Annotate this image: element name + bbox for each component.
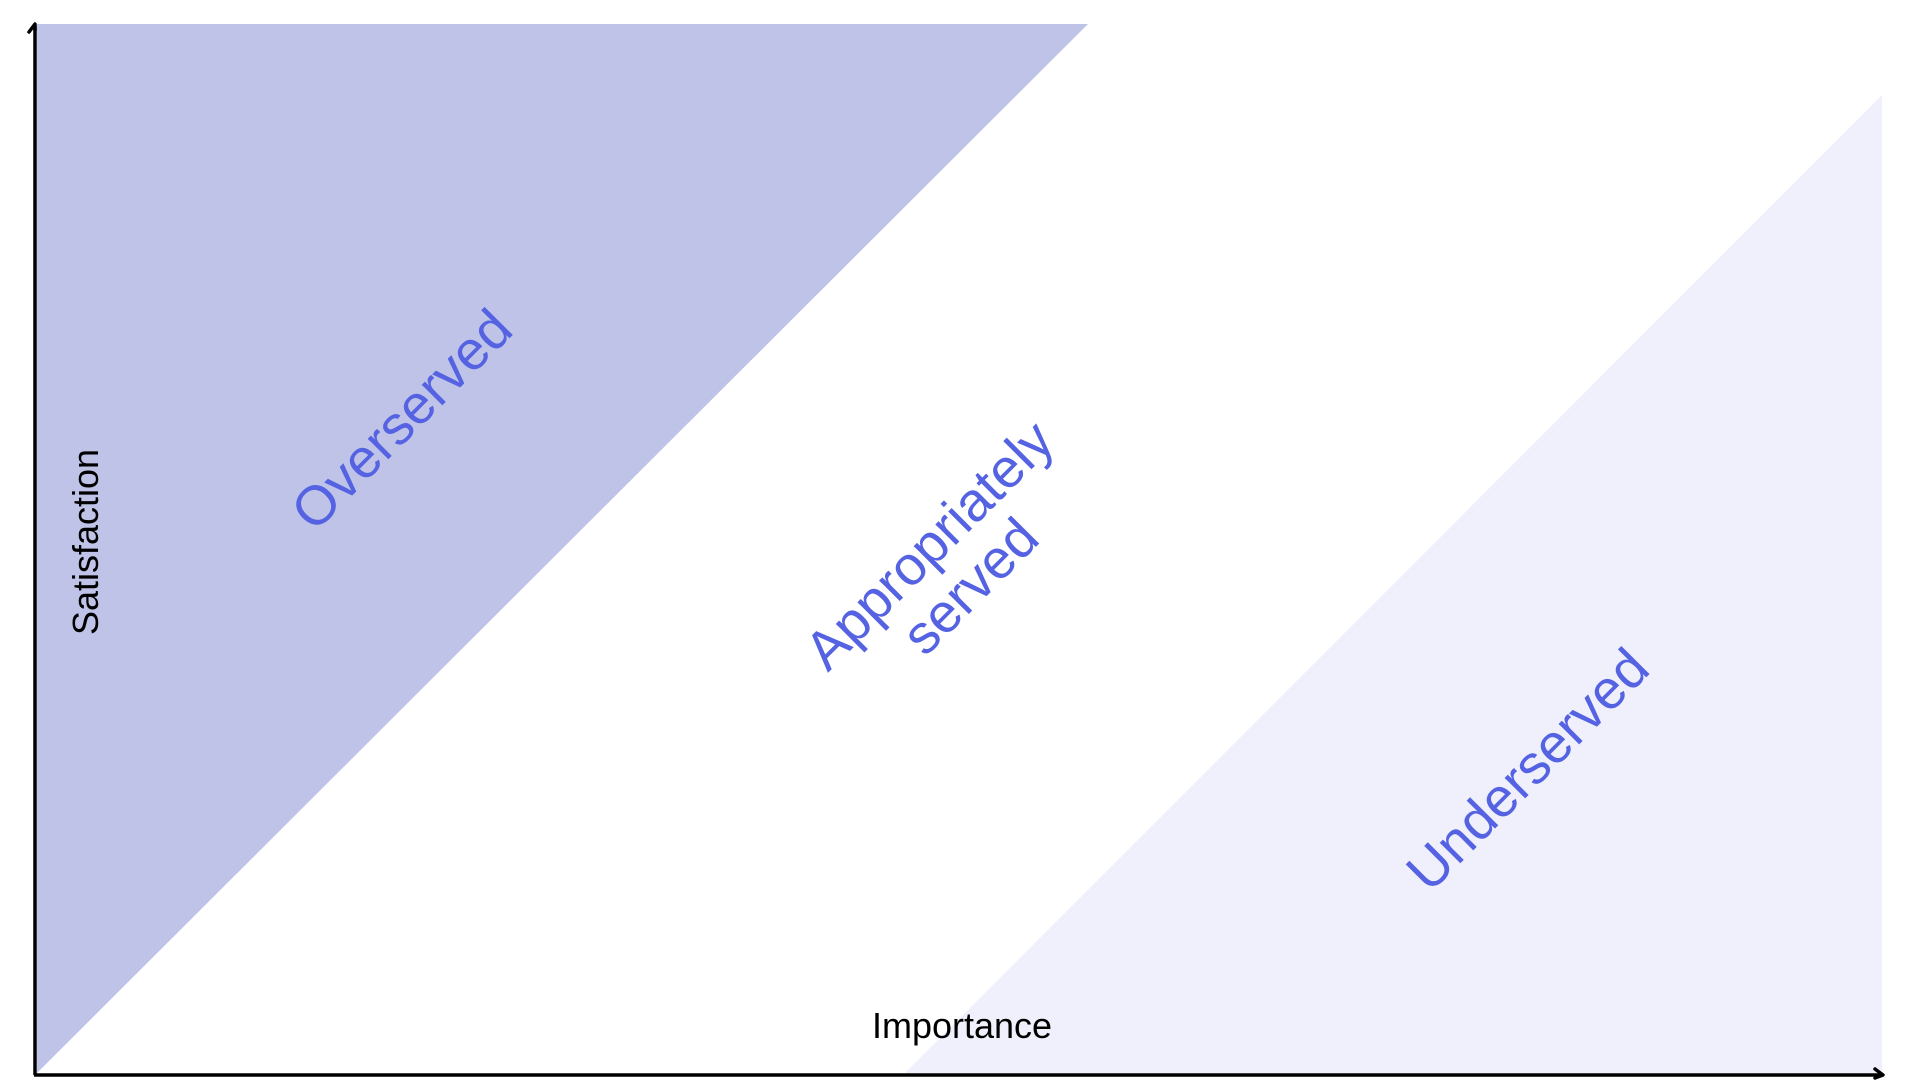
x-axis-arrow-icon [1873,1067,1885,1080]
x-axis-label: Importance [871,1005,1053,1046]
y-axis-arrow-icon [27,22,37,34]
y-axis-label: Satisfaction [65,448,106,636]
overserved-region [37,24,1088,1073]
underserved-region [905,95,1882,1073]
